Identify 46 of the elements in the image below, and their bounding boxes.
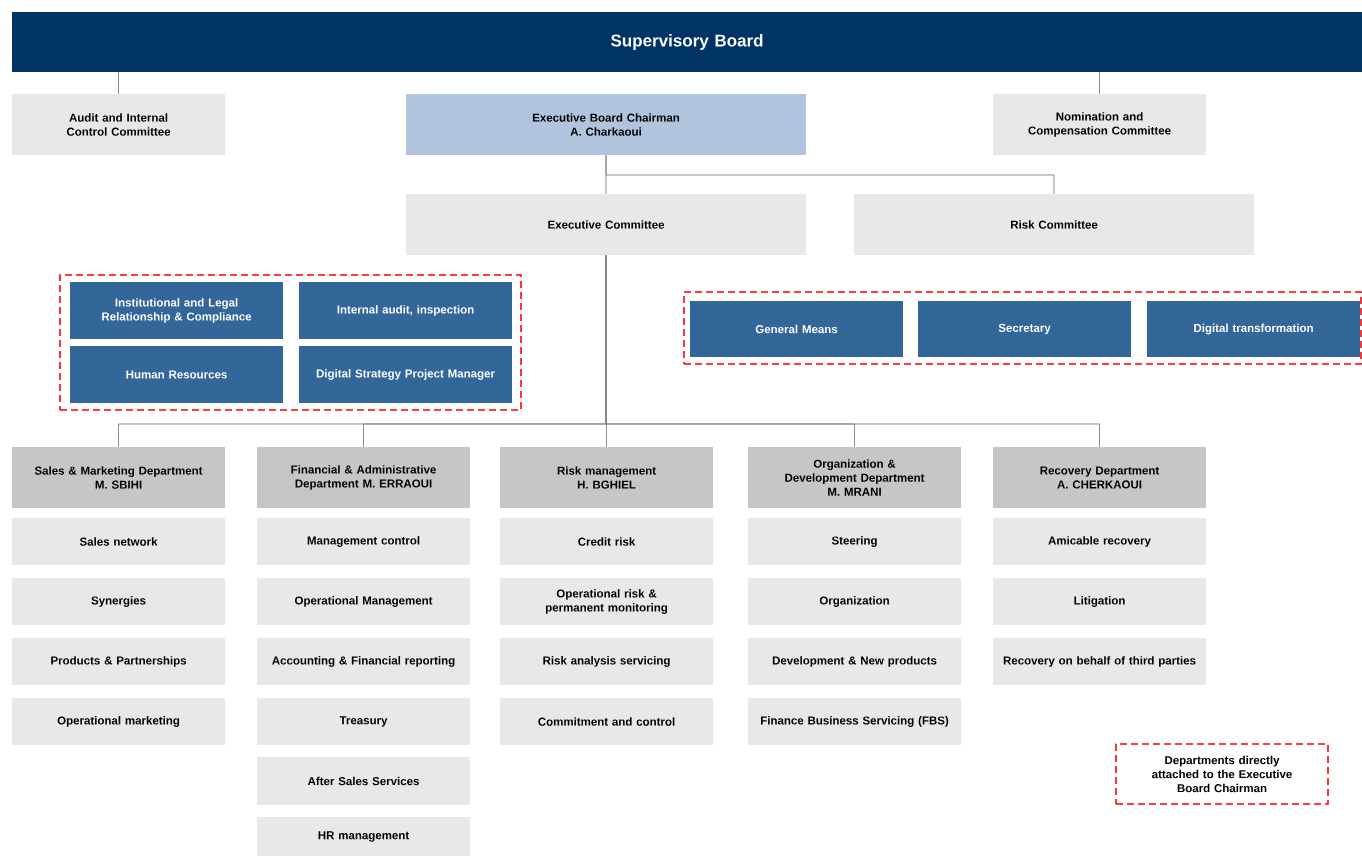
unit-box: Development & New products (748, 638, 961, 685)
banner: Supervisory Board (12, 12, 1362, 72)
department-header: Risk management H. BGHIEL (500, 447, 713, 508)
department-box: Secretary (918, 301, 1131, 357)
department-box: Institutional and Legal Relationship & Compliance (70, 282, 283, 339)
department-header: Financial & Administrative Department M. ERRAOUI (257, 447, 470, 508)
connector-line (118, 71, 119, 95)
committee-box: Executive Committee (406, 194, 806, 255)
connector-line (605, 254, 1100, 448)
department-box: Digital transformation (1147, 301, 1360, 357)
unit-box: Operational risk & permanent monitoring (500, 578, 713, 625)
unit-box: Treasury (257, 698, 470, 745)
connector-line (1099, 71, 1100, 95)
unit-box: Litigation (993, 578, 1206, 625)
unit-box: Sales network (12, 518, 225, 565)
unit-box: Accounting & Financial reporting (257, 638, 470, 685)
unit-box: Credit risk (500, 518, 713, 565)
department-box: Human Resources (70, 346, 283, 403)
unit-box: Synergies (12, 578, 225, 625)
department-box: Internal audit, inspection (299, 282, 512, 339)
unit-box: Finance Business Servicing (FBS) (748, 698, 961, 745)
unit-box: Risk analysis servicing (500, 638, 713, 685)
unit-box: Operational Management (257, 578, 470, 625)
dashed-group-frame (683, 291, 1362, 365)
unit-box: Products & Partnerships (12, 638, 225, 685)
committee-box: Risk Committee (854, 194, 1254, 255)
department-box: Digital Strategy Project Manager (299, 346, 512, 403)
department-box: General Means (690, 301, 903, 357)
unit-box: Organization (748, 578, 961, 625)
unit-box: After Sales Services (257, 757, 470, 805)
chairman-box: Executive Board Chairman A. Charkaoui (406, 94, 806, 155)
dashed-group-frame (59, 274, 522, 411)
connector-line (605, 154, 1055, 195)
note-box: Departments directly attached to the Executive Board Chairman (1115, 743, 1329, 805)
department-header: Organization & Development Department M. MRANI (748, 447, 961, 508)
department-header: Recovery Department A. CHERKAOUI (993, 447, 1206, 508)
department-header: Sales & Marketing Department M. SBIHI (12, 447, 225, 508)
unit-box: Commitment and control (500, 698, 713, 745)
unit-box: Steering (748, 518, 961, 565)
unit-box: Recovery on behalf of third parties (993, 638, 1206, 685)
unit-box: Management control (257, 518, 470, 565)
committee-box: Nomination and Compensation Committee (993, 94, 1206, 155)
unit-box: Operational marketing (12, 698, 225, 745)
unit-box: Amicable recovery (993, 518, 1206, 565)
committee-box: Audit and Internal Control Committee (12, 94, 225, 155)
unit-box: HR management (257, 817, 470, 856)
